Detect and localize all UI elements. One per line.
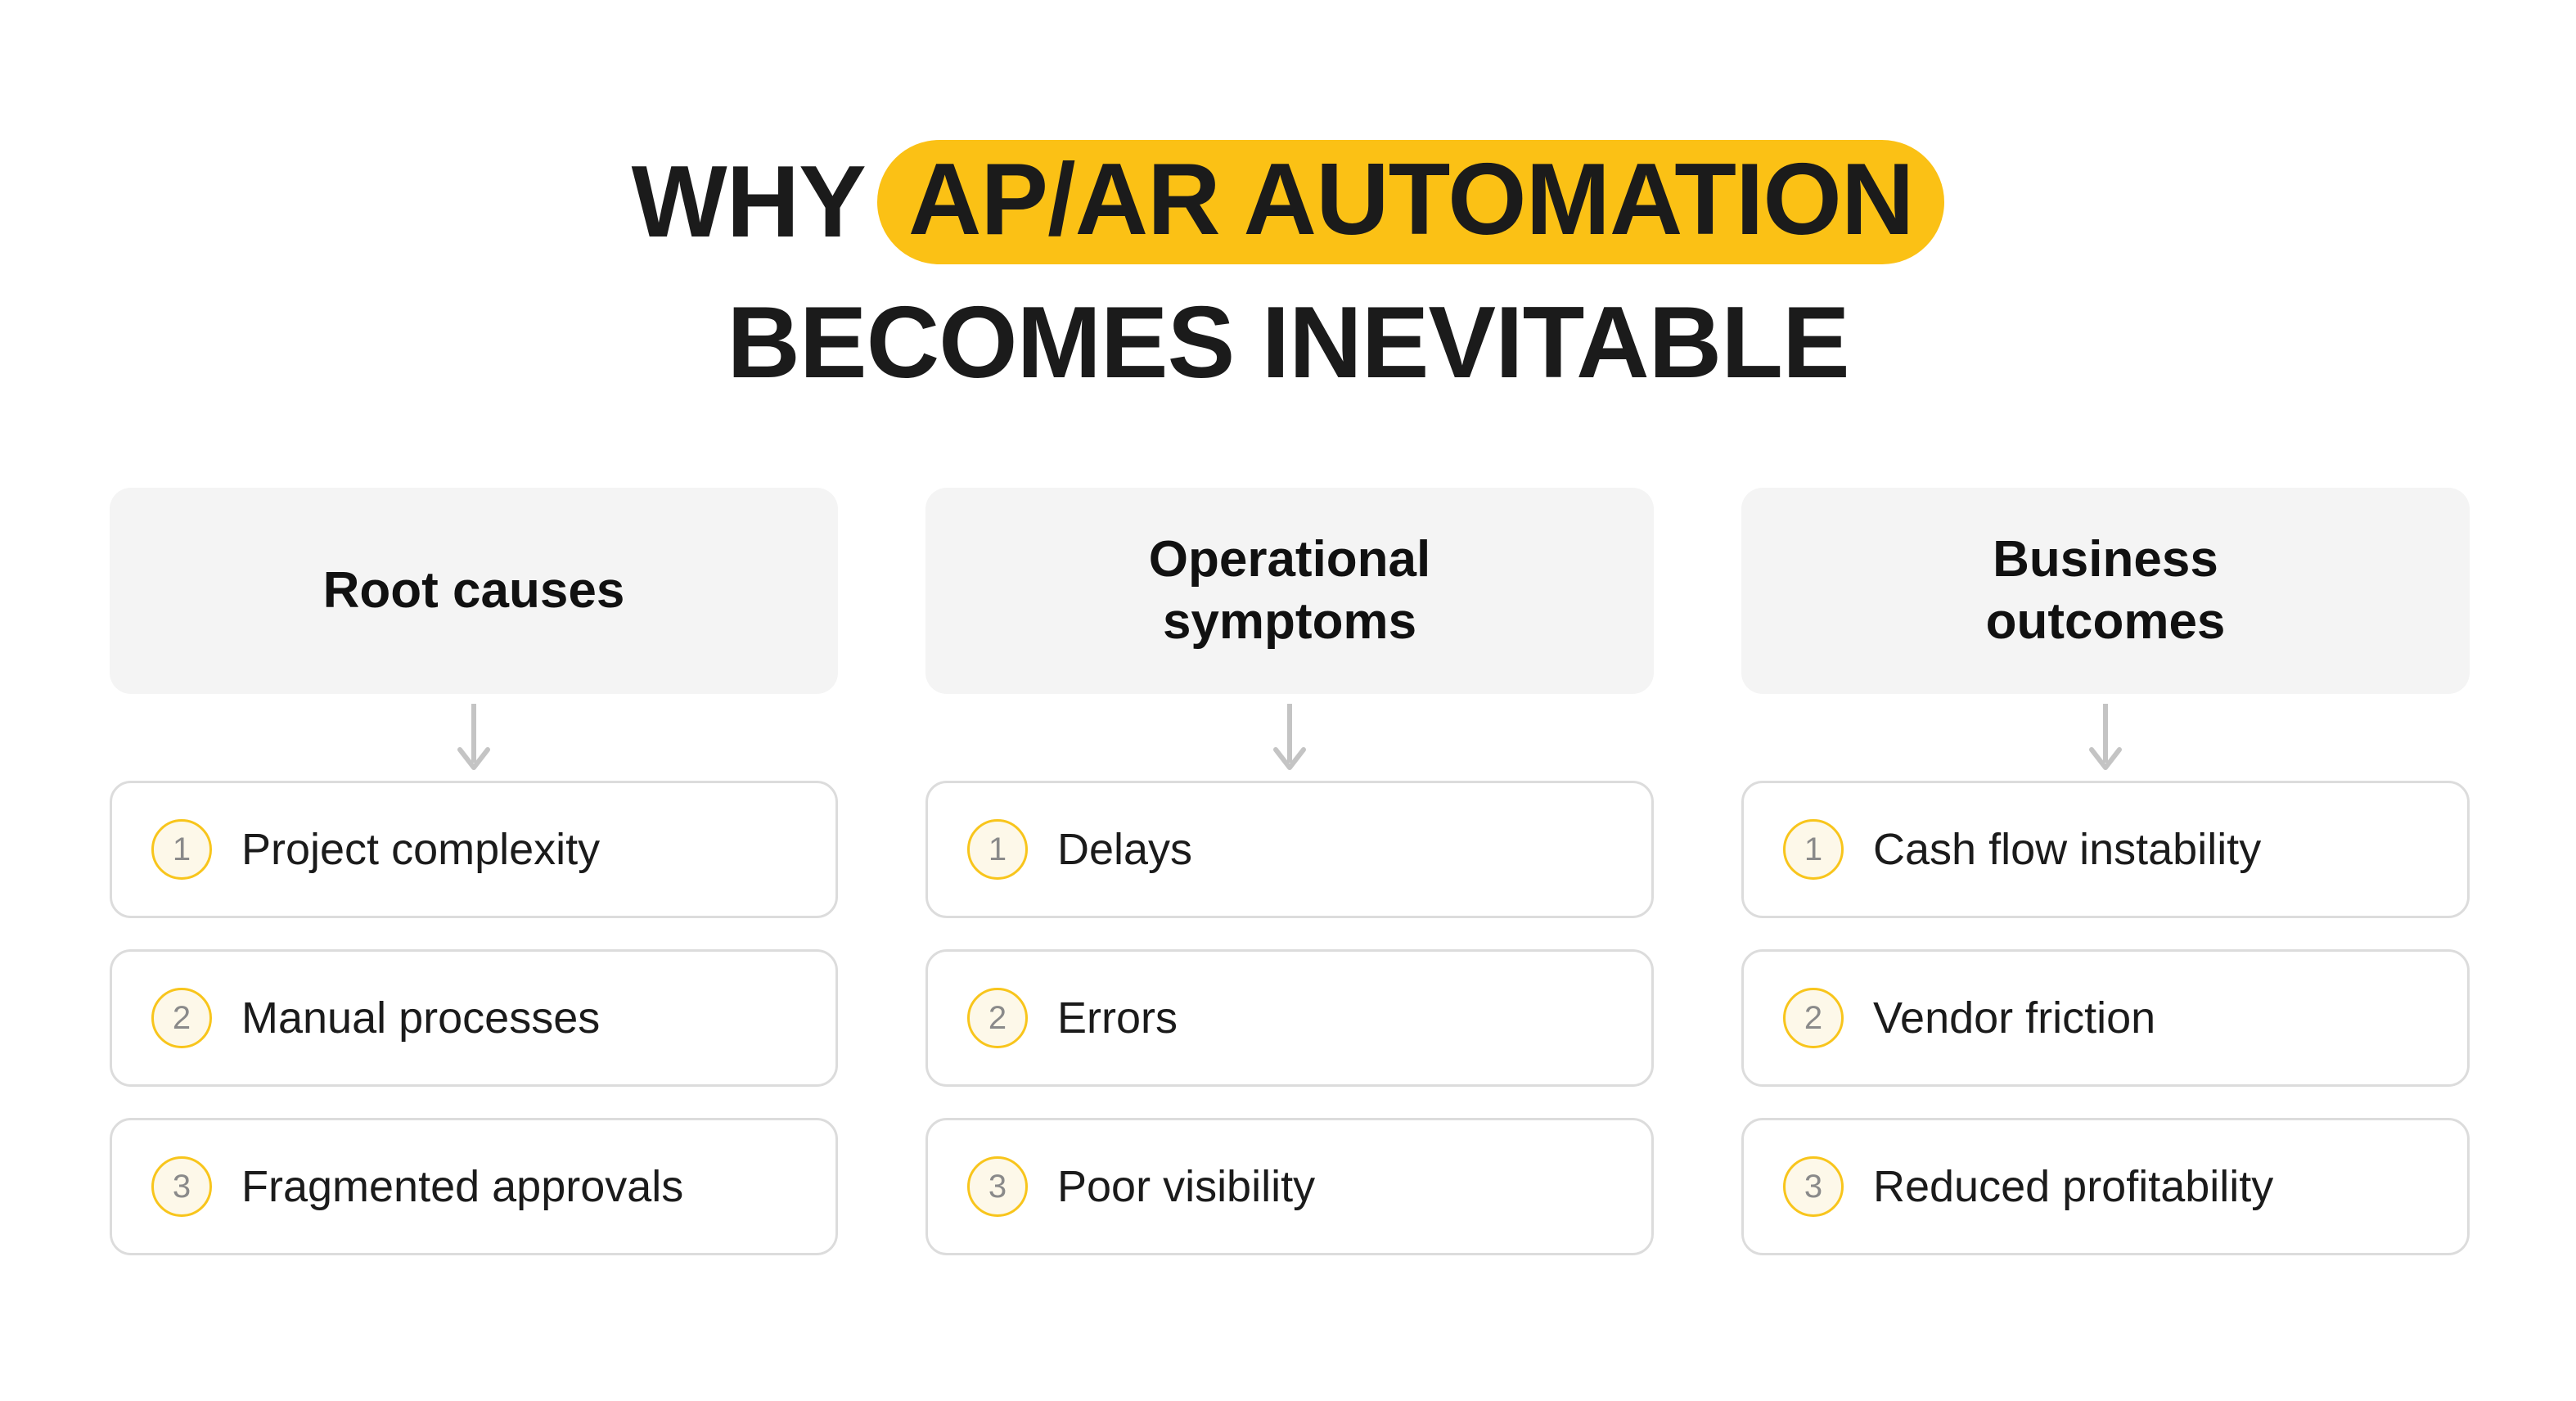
column-header-label: Root causes	[322, 562, 625, 619]
item-label: Delays	[1057, 825, 1193, 874]
title-highlight-pill: AP/AR AUTOMATION	[876, 140, 1945, 265]
column-header-card: Root causes	[110, 488, 838, 694]
list-item[interactable]: 3 Poor visibility	[925, 1118, 1654, 1255]
column-business-outcomes: Business outcomes 1 Cash flow instabilit…	[1741, 488, 2470, 1255]
item-number-badge: 1	[1783, 819, 1844, 880]
list-item[interactable]: 1 Project complexity	[110, 781, 838, 918]
arrow-down-icon	[925, 694, 1654, 781]
column-header-label: Business outcomes	[1985, 531, 2226, 650]
item-label: Errors	[1057, 993, 1178, 1043]
column-header-label: Operational symptoms	[1148, 531, 1431, 650]
item-label: Fragmented approvals	[241, 1162, 684, 1211]
item-number-badge: 1	[967, 819, 1028, 880]
list-item[interactable]: 2 Errors	[925, 949, 1654, 1087]
item-label: Poor visibility	[1057, 1162, 1316, 1211]
columns-container: Root causes 1 Project complexity 2 Manua…	[110, 488, 2470, 1255]
item-label: Project complexity	[241, 825, 601, 874]
list-item[interactable]: 3 Reduced profitability	[1741, 1118, 2470, 1255]
item-number-badge: 2	[151, 988, 212, 1048]
arrow-down-icon	[1741, 694, 2470, 781]
item-number-badge: 1	[151, 819, 212, 880]
arrow-down-icon	[110, 694, 838, 781]
item-label: Cash flow instability	[1873, 825, 2262, 874]
item-number-badge: 2	[1783, 988, 1844, 1048]
item-label: Vendor friction	[1873, 993, 2156, 1043]
title-prefix: WHY	[631, 146, 867, 259]
item-number-badge: 3	[1783, 1156, 1844, 1217]
title-line-2: BECOMES INEVITABLE	[727, 286, 1849, 400]
list-item[interactable]: 2 Manual processes	[110, 949, 838, 1087]
item-label: Manual processes	[241, 993, 601, 1043]
list-item[interactable]: 1 Delays	[925, 781, 1654, 918]
column-operational-symptoms: Operational symptoms 1 Delays 2 Errors 3…	[925, 488, 1654, 1255]
list-item[interactable]: 3 Fragmented approvals	[110, 1118, 838, 1255]
column-root-causes: Root causes 1 Project complexity 2 Manua…	[110, 488, 838, 1255]
column-header-card: Operational symptoms	[925, 488, 1654, 694]
item-number-badge: 3	[967, 1156, 1028, 1217]
item-number-badge: 2	[967, 988, 1028, 1048]
list-item[interactable]: 1 Cash flow instability	[1741, 781, 2470, 918]
list-item[interactable]: 2 Vendor friction	[1741, 949, 2470, 1087]
item-number-badge: 3	[151, 1156, 212, 1217]
item-label: Reduced profitability	[1873, 1162, 2274, 1211]
column-header-card: Business outcomes	[1741, 488, 2470, 694]
